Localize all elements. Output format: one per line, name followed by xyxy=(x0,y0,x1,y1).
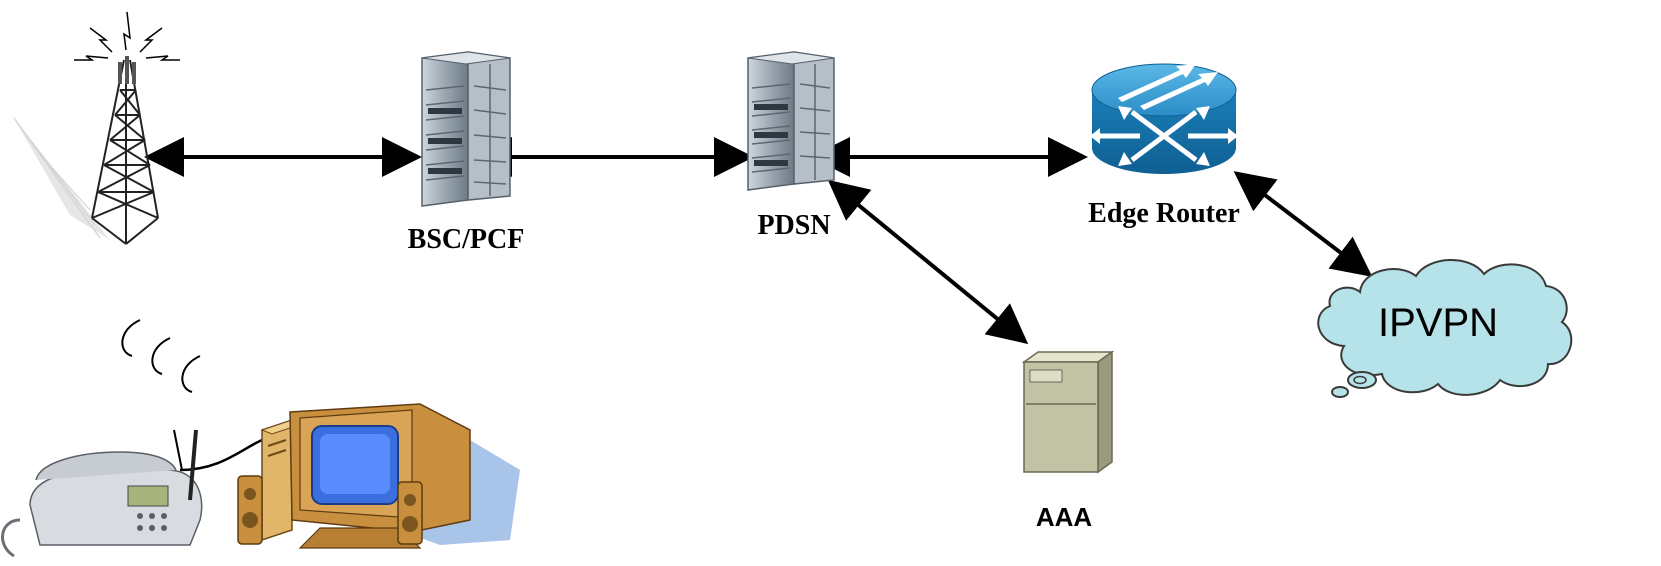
cell-tower-icon xyxy=(12,11,180,245)
speakers xyxy=(237,475,423,545)
link-pdsn-aaa xyxy=(827,179,1029,345)
bsc-pcf-server-rack-icon xyxy=(421,51,511,207)
edge-router-icon xyxy=(1090,63,1238,174)
link-router-ipvpn xyxy=(1233,171,1373,277)
label-edge-router: Edge Router xyxy=(1088,198,1240,229)
pdsn-server-rack-icon xyxy=(747,51,835,191)
aaa-server-tower-icon xyxy=(1021,350,1115,474)
computer-phone-icon xyxy=(1,319,520,558)
label-aaa: AAA xyxy=(1036,502,1093,532)
links xyxy=(144,137,1373,345)
crt-monitor xyxy=(289,403,471,549)
desk-phone xyxy=(1,429,203,558)
ipvpn-cloud-icon xyxy=(1317,259,1573,398)
label-pdsn: PDSN xyxy=(757,210,830,241)
label-ipvpn: IPVPN xyxy=(1378,301,1498,345)
label-bsc-pcf: BSC/PCF xyxy=(408,224,525,255)
